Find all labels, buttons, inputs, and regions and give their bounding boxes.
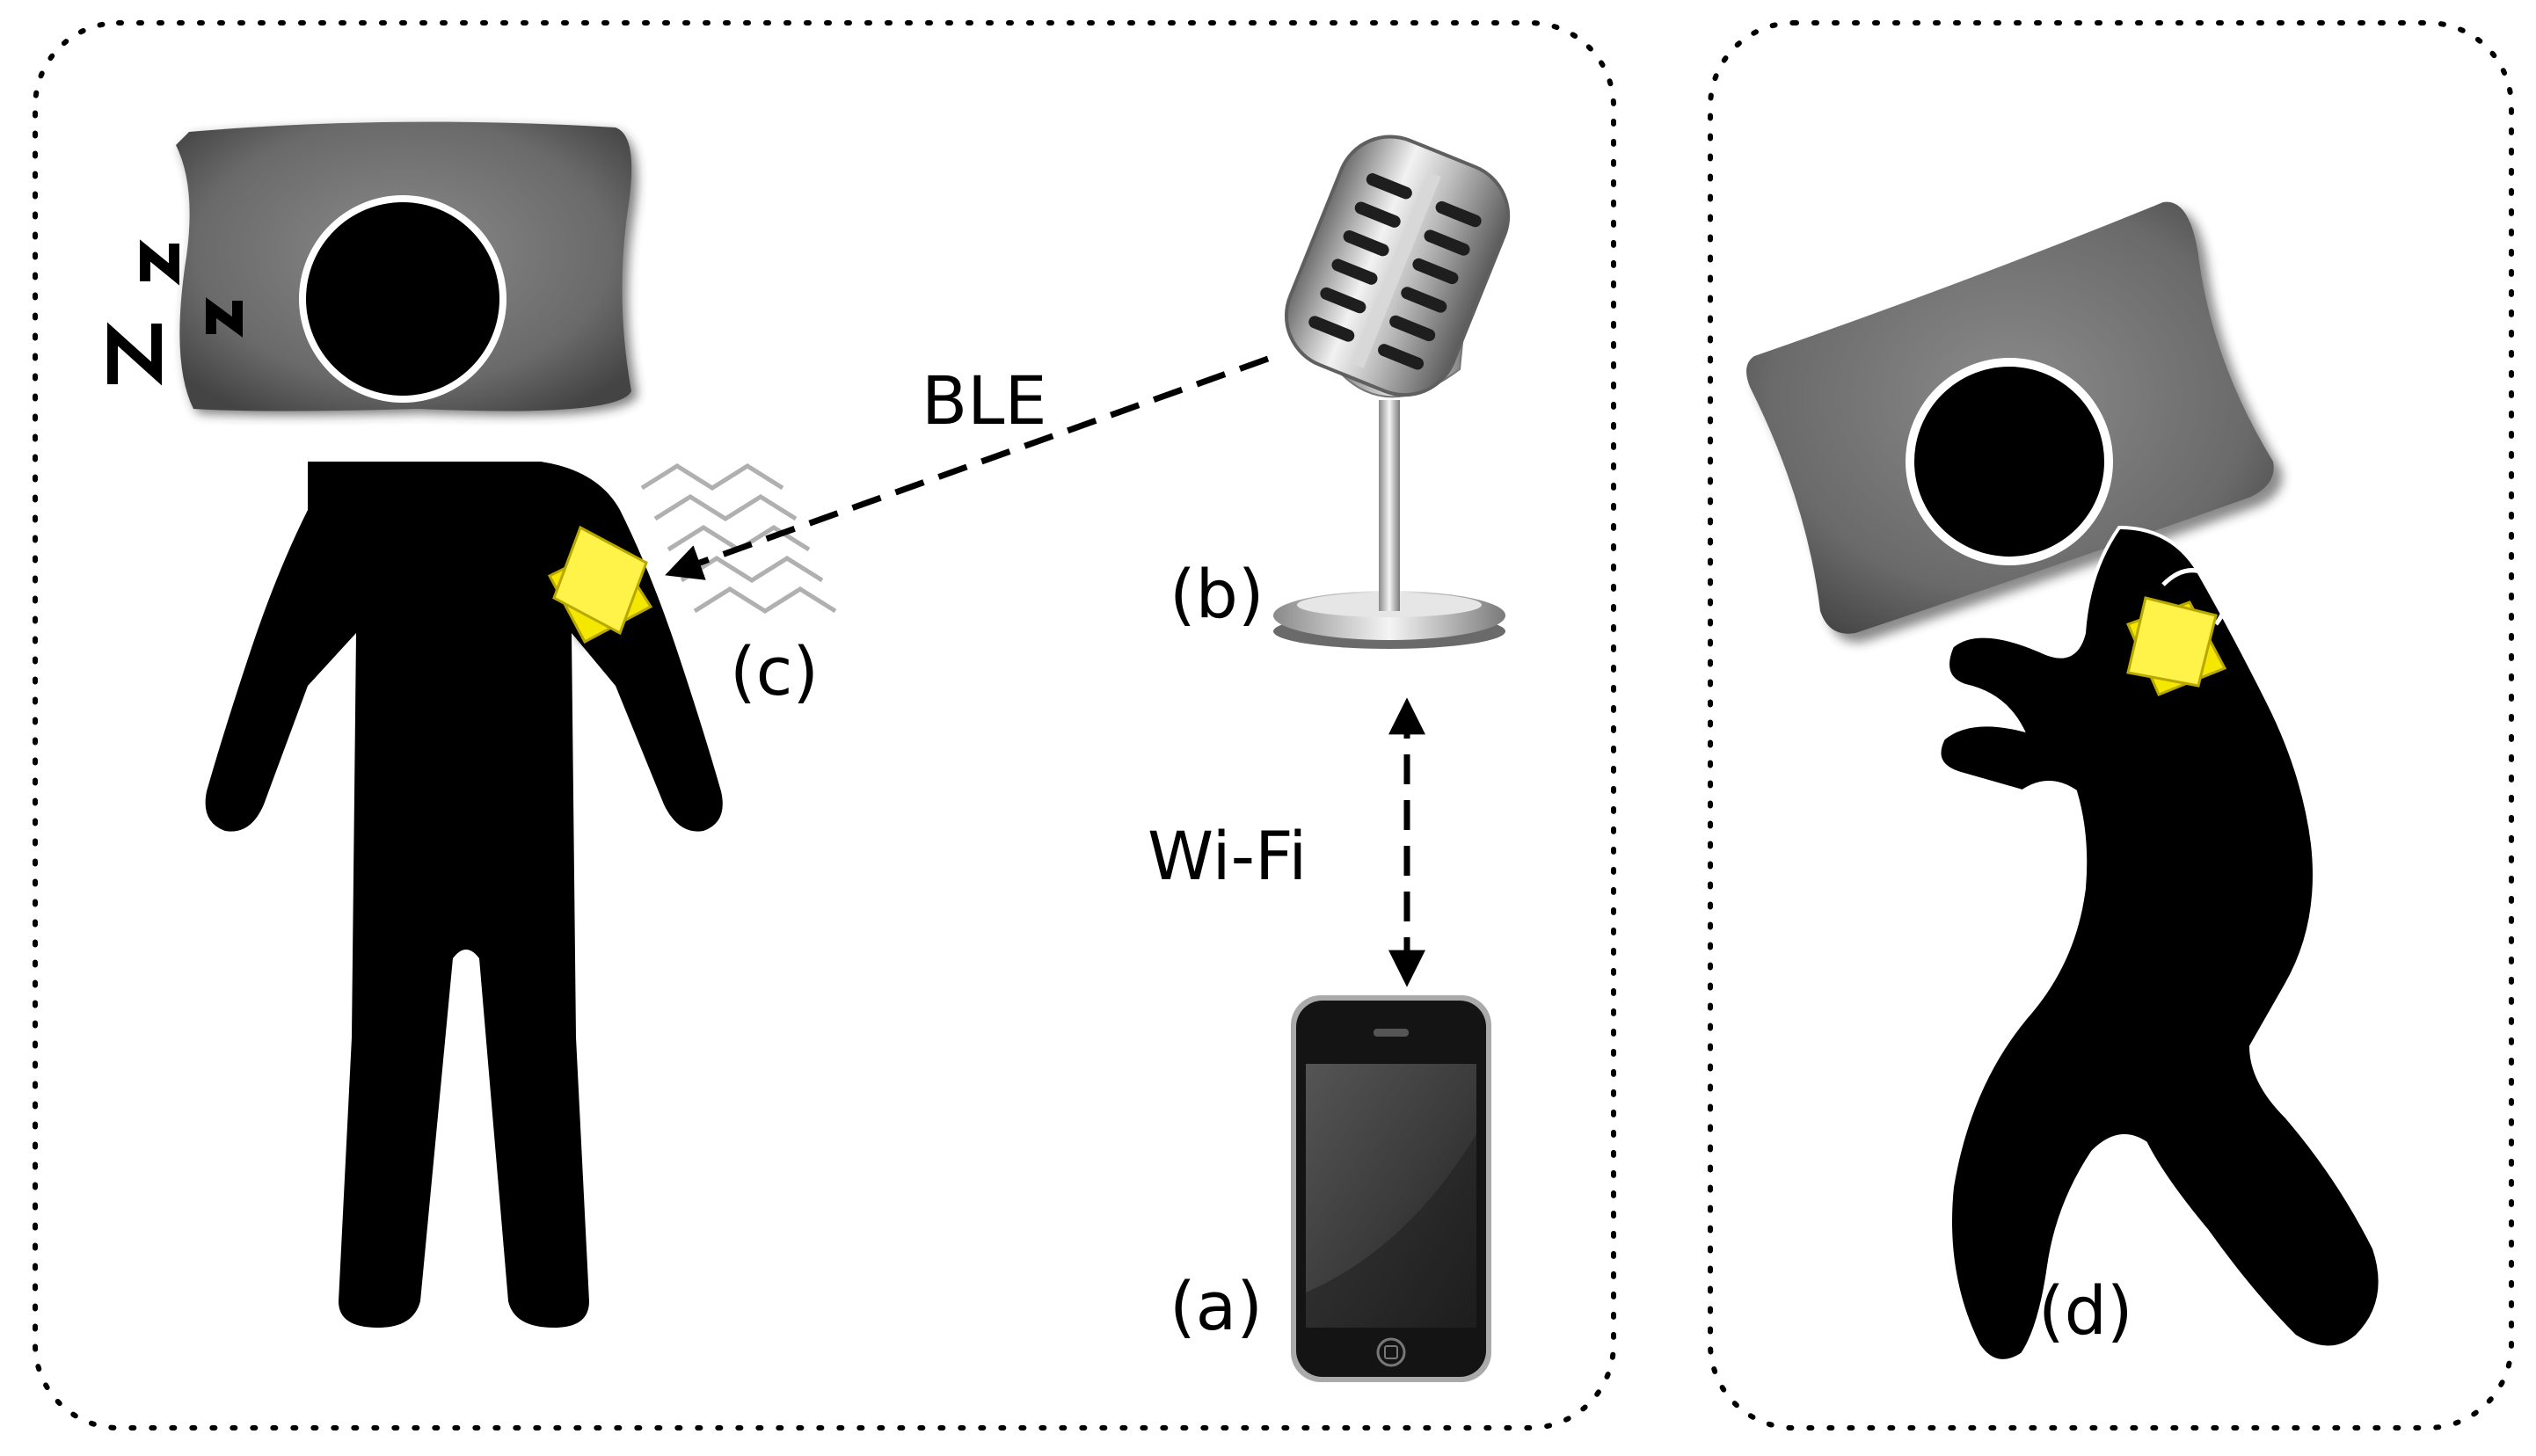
side-body <box>1937 525 2382 1363</box>
vintage-microphone-icon <box>1273 135 1511 649</box>
phone-label: (a) <box>1170 1267 1263 1345</box>
side-panel <box>1708 20 2514 1431</box>
side-sleeper <box>1746 201 2382 1363</box>
snore-zigzag-icon <box>107 239 243 386</box>
side-sleeper-label: (d) <box>2038 1271 2133 1350</box>
smartphone-icon <box>1291 995 1491 1382</box>
microphone-label: (b) <box>1170 555 1264 633</box>
wearable-sensor <box>541 525 655 646</box>
body <box>205 462 723 1328</box>
supine-sleeper <box>107 121 837 1328</box>
main-panel <box>33 20 1616 1431</box>
wifi-label: Wi-Fi <box>1148 817 1307 895</box>
ble-label: BLE <box>922 361 1047 440</box>
sensor-label: (c) <box>730 632 819 710</box>
ble-link <box>665 355 1270 580</box>
side-wearable-sensor <box>2119 568 2229 703</box>
vibration-waves-icon <box>640 463 837 614</box>
